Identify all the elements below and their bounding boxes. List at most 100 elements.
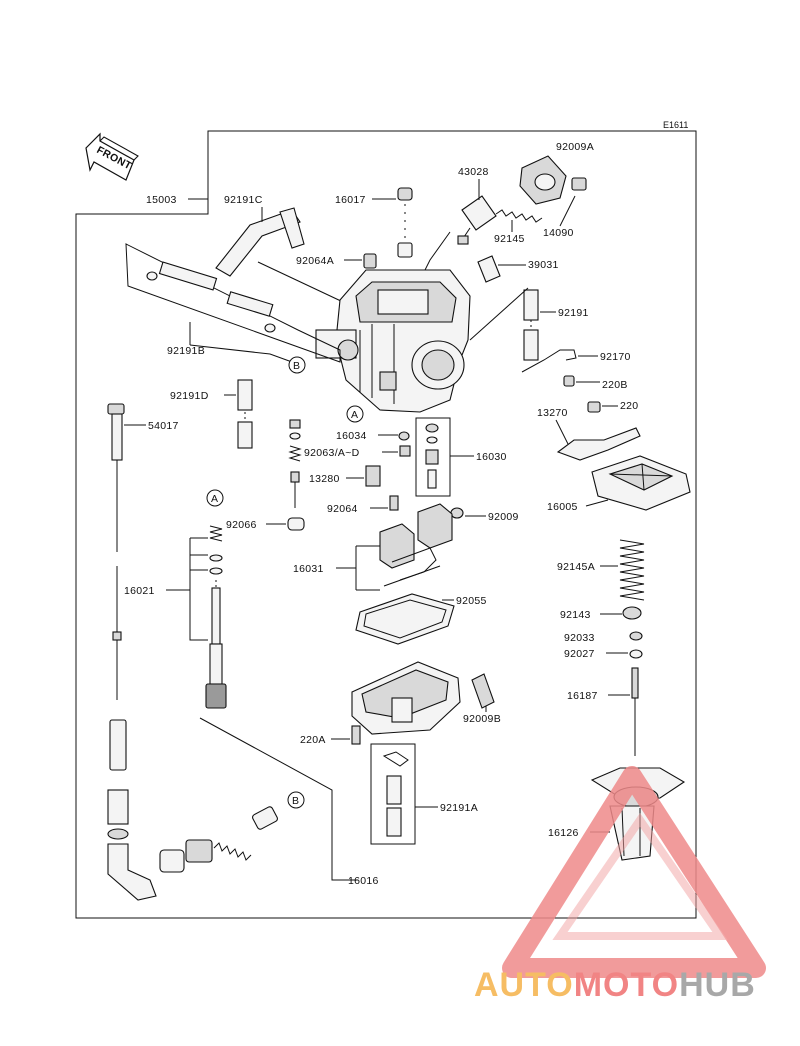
watermark-hub: HUB <box>679 966 756 1004</box>
label-92170: 92170 <box>600 351 631 363</box>
clip-92033 <box>629 631 643 641</box>
callout-a-left <box>206 489 224 507</box>
callout-b-top <box>288 356 306 374</box>
tube-92191a-upper <box>386 775 402 805</box>
watermark-moto: MOTO <box>574 966 679 1004</box>
label-16021: 16021 <box>124 585 155 597</box>
watermark-auto: AUTO <box>474 966 574 1004</box>
automotohub-watermark: AUTOMOTOHUB <box>474 766 766 1004</box>
label-16030: 16030 <box>476 451 507 463</box>
o-ring-16030-b <box>426 436 438 444</box>
callout-a-top <box>346 405 364 423</box>
assembly-frame <box>75 130 697 919</box>
tube-92191 <box>523 289 539 361</box>
label-16187: 16187 <box>567 690 598 702</box>
label-92064: 92064 <box>327 503 358 515</box>
screw-220b <box>563 375 575 387</box>
label-16017: 16017 <box>335 194 366 206</box>
callout-b-bottom <box>287 791 305 809</box>
label-92027: 92027 <box>564 648 595 660</box>
label-92145: 92145 <box>494 233 525 245</box>
callout-b-bottom-letter: B <box>292 795 299 807</box>
tube-92191a-lower <box>386 807 402 837</box>
needle-16187 <box>631 667 639 756</box>
o-ring-16030-a <box>425 423 439 433</box>
callout-a-left-letter: A <box>211 493 218 505</box>
diaphragm-43028 <box>457 195 497 245</box>
label-92066: 92066 <box>226 519 257 531</box>
front-arrow-icon: FRONT <box>85 132 139 181</box>
label-92191a: 92191A <box>440 802 478 814</box>
label-92063: 92063/A~D <box>304 447 360 459</box>
valve-16030 <box>425 449 439 465</box>
label-92191d: 92191D <box>170 390 209 402</box>
needle-16030 <box>427 469 437 489</box>
label-220a: 220A <box>300 734 326 746</box>
screw-92009b <box>471 673 495 709</box>
cap-92066 <box>287 517 305 531</box>
label-14090: 14090 <box>543 227 574 239</box>
screw-220 <box>587 401 601 413</box>
label-39031: 39031 <box>528 259 559 271</box>
label-220b: 220B <box>602 379 628 391</box>
label-92009: 92009 <box>488 511 519 523</box>
cable-holder-16016 <box>159 806 278 873</box>
label-13280: 13280 <box>309 473 340 485</box>
callout-a-top-letter: A <box>351 409 358 421</box>
label-16031: 16031 <box>293 563 324 575</box>
screw-92064 <box>389 495 399 511</box>
label-92055: 92055 <box>456 595 487 607</box>
callout-b-top-letter: B <box>293 360 300 372</box>
label-92191c: 92191C <box>224 194 263 206</box>
label-92143: 92143 <box>560 609 591 621</box>
needle-16021 <box>205 525 227 709</box>
float-16031 <box>379 503 453 587</box>
cap-39031 <box>477 255 501 283</box>
cap-16017 <box>397 187 413 258</box>
svg-text:AUTOMOTOHUB: AUTOMOTOHUB <box>474 966 756 1004</box>
screw-92009 <box>450 507 464 519</box>
label-54017: 54017 <box>148 420 179 432</box>
label-92191b: 92191B <box>167 345 205 357</box>
label-16016: 16016 <box>348 875 379 887</box>
hose-92191c <box>215 207 305 277</box>
bracket-13270 <box>556 427 641 461</box>
jet-small-parts <box>288 419 302 508</box>
cover-16005 <box>591 455 691 511</box>
label-13270: 13270 <box>537 407 568 419</box>
label-43028: 43028 <box>458 166 489 178</box>
figure-id: E1611 <box>663 120 688 130</box>
block-13280 <box>365 465 381 487</box>
spring-92145a <box>619 539 645 601</box>
label-16126: 16126 <box>548 827 579 839</box>
spring-92145 <box>495 209 543 223</box>
label-16005: 16005 <box>547 501 578 513</box>
clip-92170 <box>521 349 577 373</box>
tube-box-92191a <box>370 743 416 845</box>
label-92191: 92191 <box>558 307 589 319</box>
label-92145a: 92145A <box>557 561 595 573</box>
cable-lower <box>107 566 157 901</box>
label-92009a: 92009A <box>556 141 594 153</box>
label-92033: 92033 <box>564 632 595 644</box>
bracket-box-16030 <box>415 417 451 497</box>
o-ring-16034 <box>398 431 410 441</box>
label-92064a: 92064A <box>296 255 334 267</box>
label-16034: 16034 <box>336 430 367 442</box>
watermark-triangle-icon <box>502 766 766 978</box>
float-bowl <box>351 661 461 735</box>
jet-92063 <box>399 445 411 457</box>
washer-92027 <box>629 649 643 659</box>
label-15003: 15003 <box>146 194 177 206</box>
carburetor-body <box>315 269 471 413</box>
tube-92191d <box>237 379 253 449</box>
label-220: 220 <box>620 400 638 412</box>
label-92009b: 92009B <box>463 713 501 725</box>
screw-220a <box>351 725 361 745</box>
cover-92009a <box>519 155 587 205</box>
seat-92143 <box>622 606 642 620</box>
cable-54017 <box>107 403 125 552</box>
hose-92191b <box>125 243 341 363</box>
